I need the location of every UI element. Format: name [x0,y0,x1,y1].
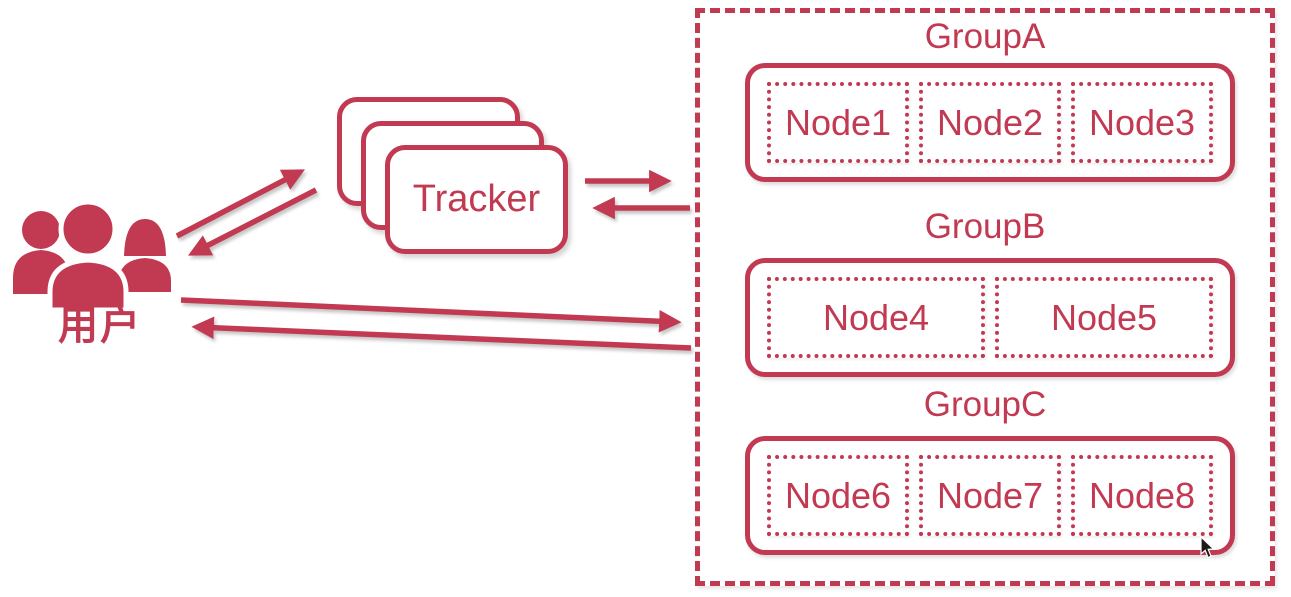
group-b-label: GroupB [924,207,1046,246]
tracker-stack: Tracker [337,97,569,260]
group-c-box: Node6 Node7 Node8 [745,436,1235,555]
group-a-label: GroupA [924,17,1046,56]
node: Node6 [767,455,909,536]
arrow-user-to-cluster [180,297,682,333]
node: Node5 [995,277,1213,358]
node: Node2 [919,82,1061,163]
users-group-icon [13,196,171,312]
arrow-tracker-to-user [187,187,318,256]
tracker-card-front: Tracker [385,145,568,254]
users-label: 用户 [58,304,142,348]
node: Node4 [767,277,985,358]
group-b-box: Node4 Node5 [745,258,1235,377]
group-a-box: Node1 Node2 Node3 [745,63,1235,182]
mouse-cursor-icon [1200,536,1215,559]
node: Node8 [1071,455,1213,536]
arrow-user-to-tracker [175,169,306,239]
node: Node7 [919,455,1061,536]
tracker-label: Tracker [412,178,541,220]
arrow-cluster-to-user [191,316,692,351]
node: Node3 [1071,82,1213,163]
node-cluster-container: GroupA Node1 Node2 Node3 GroupB Node4 No… [695,8,1275,586]
node: Node1 [767,82,909,163]
group-c-label: GroupC [923,385,1047,424]
